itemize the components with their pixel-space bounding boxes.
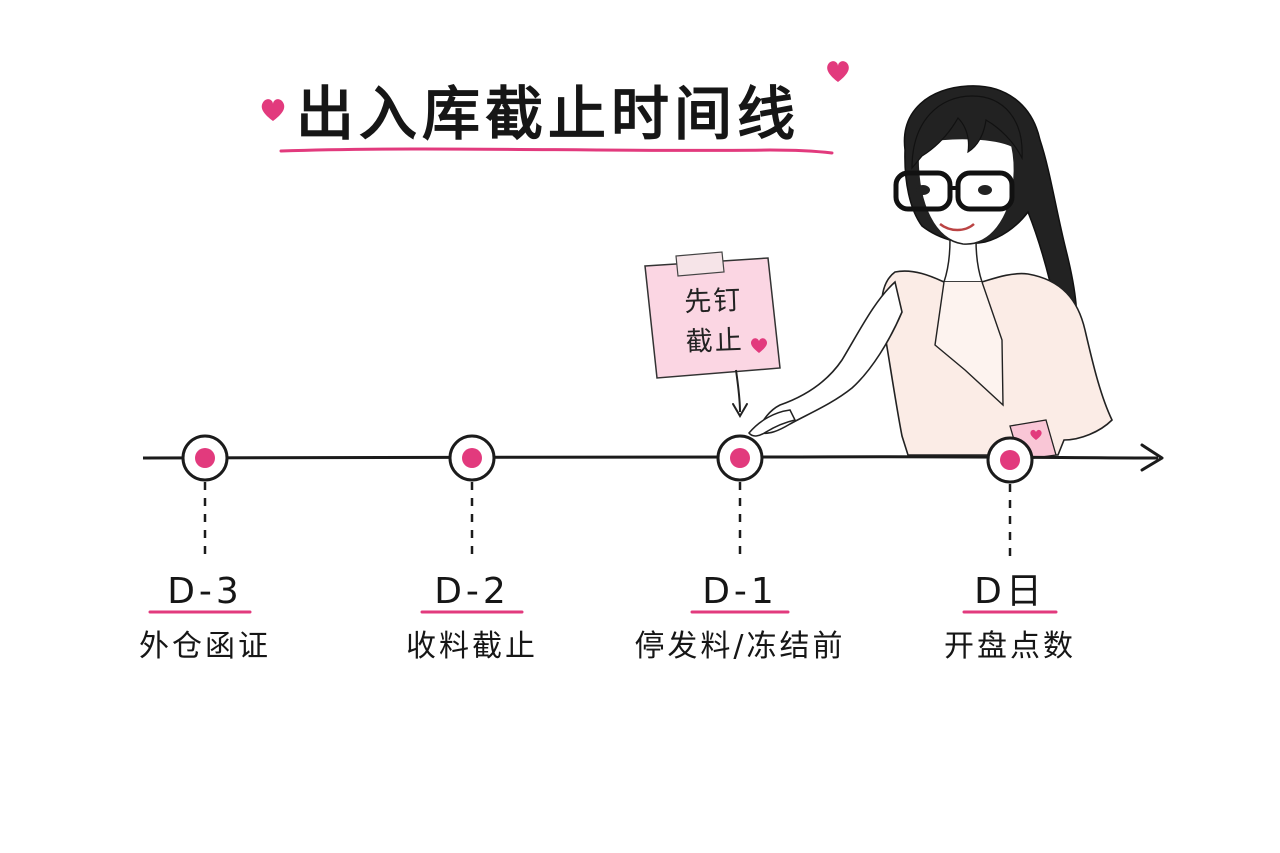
heart-icon <box>261 99 285 121</box>
sticky-note-line: 先钉 <box>683 285 743 319</box>
stage-description: 外仓函证 <box>139 629 271 664</box>
heart-icon <box>750 338 768 353</box>
stage-code: D-1 <box>702 571 778 612</box>
note-pointer-arrow <box>735 369 741 413</box>
stage-marker-d3 <box>181 434 229 562</box>
sticky-tape <box>675 251 725 277</box>
title-underline <box>279 147 834 155</box>
stage-marker-d2 <box>448 434 496 562</box>
stage-label-d3: D-3 外仓函证 <box>95 574 315 662</box>
arrow-head-icon <box>1140 443 1164 472</box>
heart-icon <box>1030 429 1042 440</box>
stage-code: D-2 <box>434 571 510 612</box>
heart-icon <box>827 61 849 82</box>
page-title: 出入库截止时间线 <box>296 80 801 148</box>
stage-code: D日 <box>974 571 1046 612</box>
stage-marker-d1 <box>716 434 764 562</box>
stage-description: 收料截止 <box>406 629 538 664</box>
sticky-note-line: 截止 <box>685 324 745 358</box>
stage-label-d2: D-2 收料截止 <box>362 574 582 662</box>
stage-description: 停发料/冻结前 <box>634 629 846 664</box>
stage-label-d1: D-1 停发料/冻结前 <box>610 574 870 662</box>
arrow-head-icon <box>732 403 748 418</box>
stage-code: D-3 <box>167 571 243 612</box>
stage-description: 开盘点数 <box>944 629 1076 664</box>
sticky-note <box>644 251 781 379</box>
stage-marker-d0 <box>986 436 1034 562</box>
sticky-note-text: 先钉 截止 <box>663 280 766 363</box>
stage-label-d0: D日 开盘点数 <box>900 574 1120 662</box>
illustration-person <box>748 85 1113 461</box>
